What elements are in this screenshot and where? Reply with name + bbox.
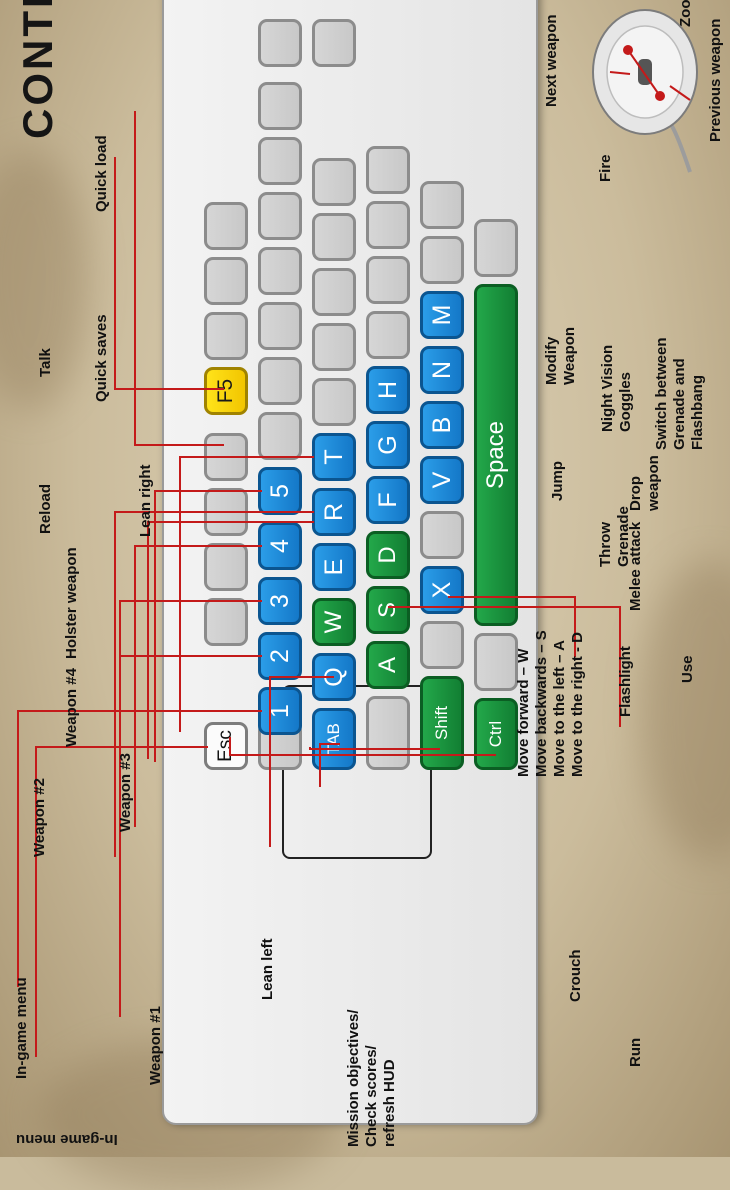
label-crouch: Crouch bbox=[567, 950, 584, 1003]
label-lean-left: Lean left bbox=[259, 938, 276, 1000]
controls-page: CONTROLS Esc F5 1 2 3 4 5 TAB Q W E R T … bbox=[0, 0, 730, 1157]
label-lean-right: Lean right bbox=[137, 464, 154, 537]
label-drop-1: Drop bbox=[627, 476, 644, 511]
label-switch-3: Flashbang bbox=[689, 375, 706, 450]
label-weapon-2: Weapon #2 bbox=[31, 778, 48, 857]
label-switch-2: Grenade and bbox=[671, 358, 688, 450]
label-next-weapon: Next weapon bbox=[543, 14, 560, 107]
label-quick-load: Quick load bbox=[93, 135, 110, 212]
label-reload: Reload bbox=[37, 484, 54, 534]
label-weapon-3: Weapon #3 bbox=[117, 753, 134, 832]
label-quick-saves: Quick saves bbox=[93, 314, 110, 402]
label-holster-weapon: Holster weapon bbox=[63, 547, 80, 659]
label-modify-2: Weapon bbox=[561, 327, 578, 385]
label-flashlight: Flashlight bbox=[617, 646, 634, 717]
label-modify-1: Modify bbox=[543, 336, 560, 385]
label-drop-2: weapon bbox=[645, 455, 662, 512]
label-throw-2: Grenade bbox=[615, 506, 632, 567]
label-switch-1: Switch between bbox=[653, 337, 670, 450]
label-talk: Talk bbox=[37, 347, 54, 377]
label-mission-2: Check scores/ bbox=[363, 1044, 380, 1147]
label-in-game-menu: In-game menu bbox=[13, 977, 30, 1079]
label-throw-1: Throw bbox=[597, 522, 614, 567]
label-move-2: Move backwards – S bbox=[533, 630, 550, 777]
label-mission-1: Mission objectives/ bbox=[345, 1009, 362, 1147]
label-use: Use bbox=[679, 655, 696, 683]
mouse bbox=[570, 2, 730, 182]
label-move-3: Move to the left – A bbox=[551, 640, 568, 777]
label-move-4: Move to the right - D bbox=[569, 632, 586, 777]
label-jump: Jump bbox=[549, 461, 566, 501]
label-nv-1: Night Vision bbox=[599, 345, 616, 432]
label-mission-3: refresh HUD bbox=[381, 1059, 398, 1147]
label-move-1: Move forward – W bbox=[515, 648, 532, 777]
label-weapon-1: Weapon #1 bbox=[147, 1006, 164, 1085]
label-nv-2: Goggles bbox=[617, 372, 634, 432]
label-weapon-4: Weapon #4 bbox=[63, 667, 80, 747]
label-run: Run bbox=[627, 1038, 644, 1067]
controls-scene: CONTROLS Esc F5 1 2 3 4 5 TAB Q W E R T … bbox=[0, 0, 730, 1157]
